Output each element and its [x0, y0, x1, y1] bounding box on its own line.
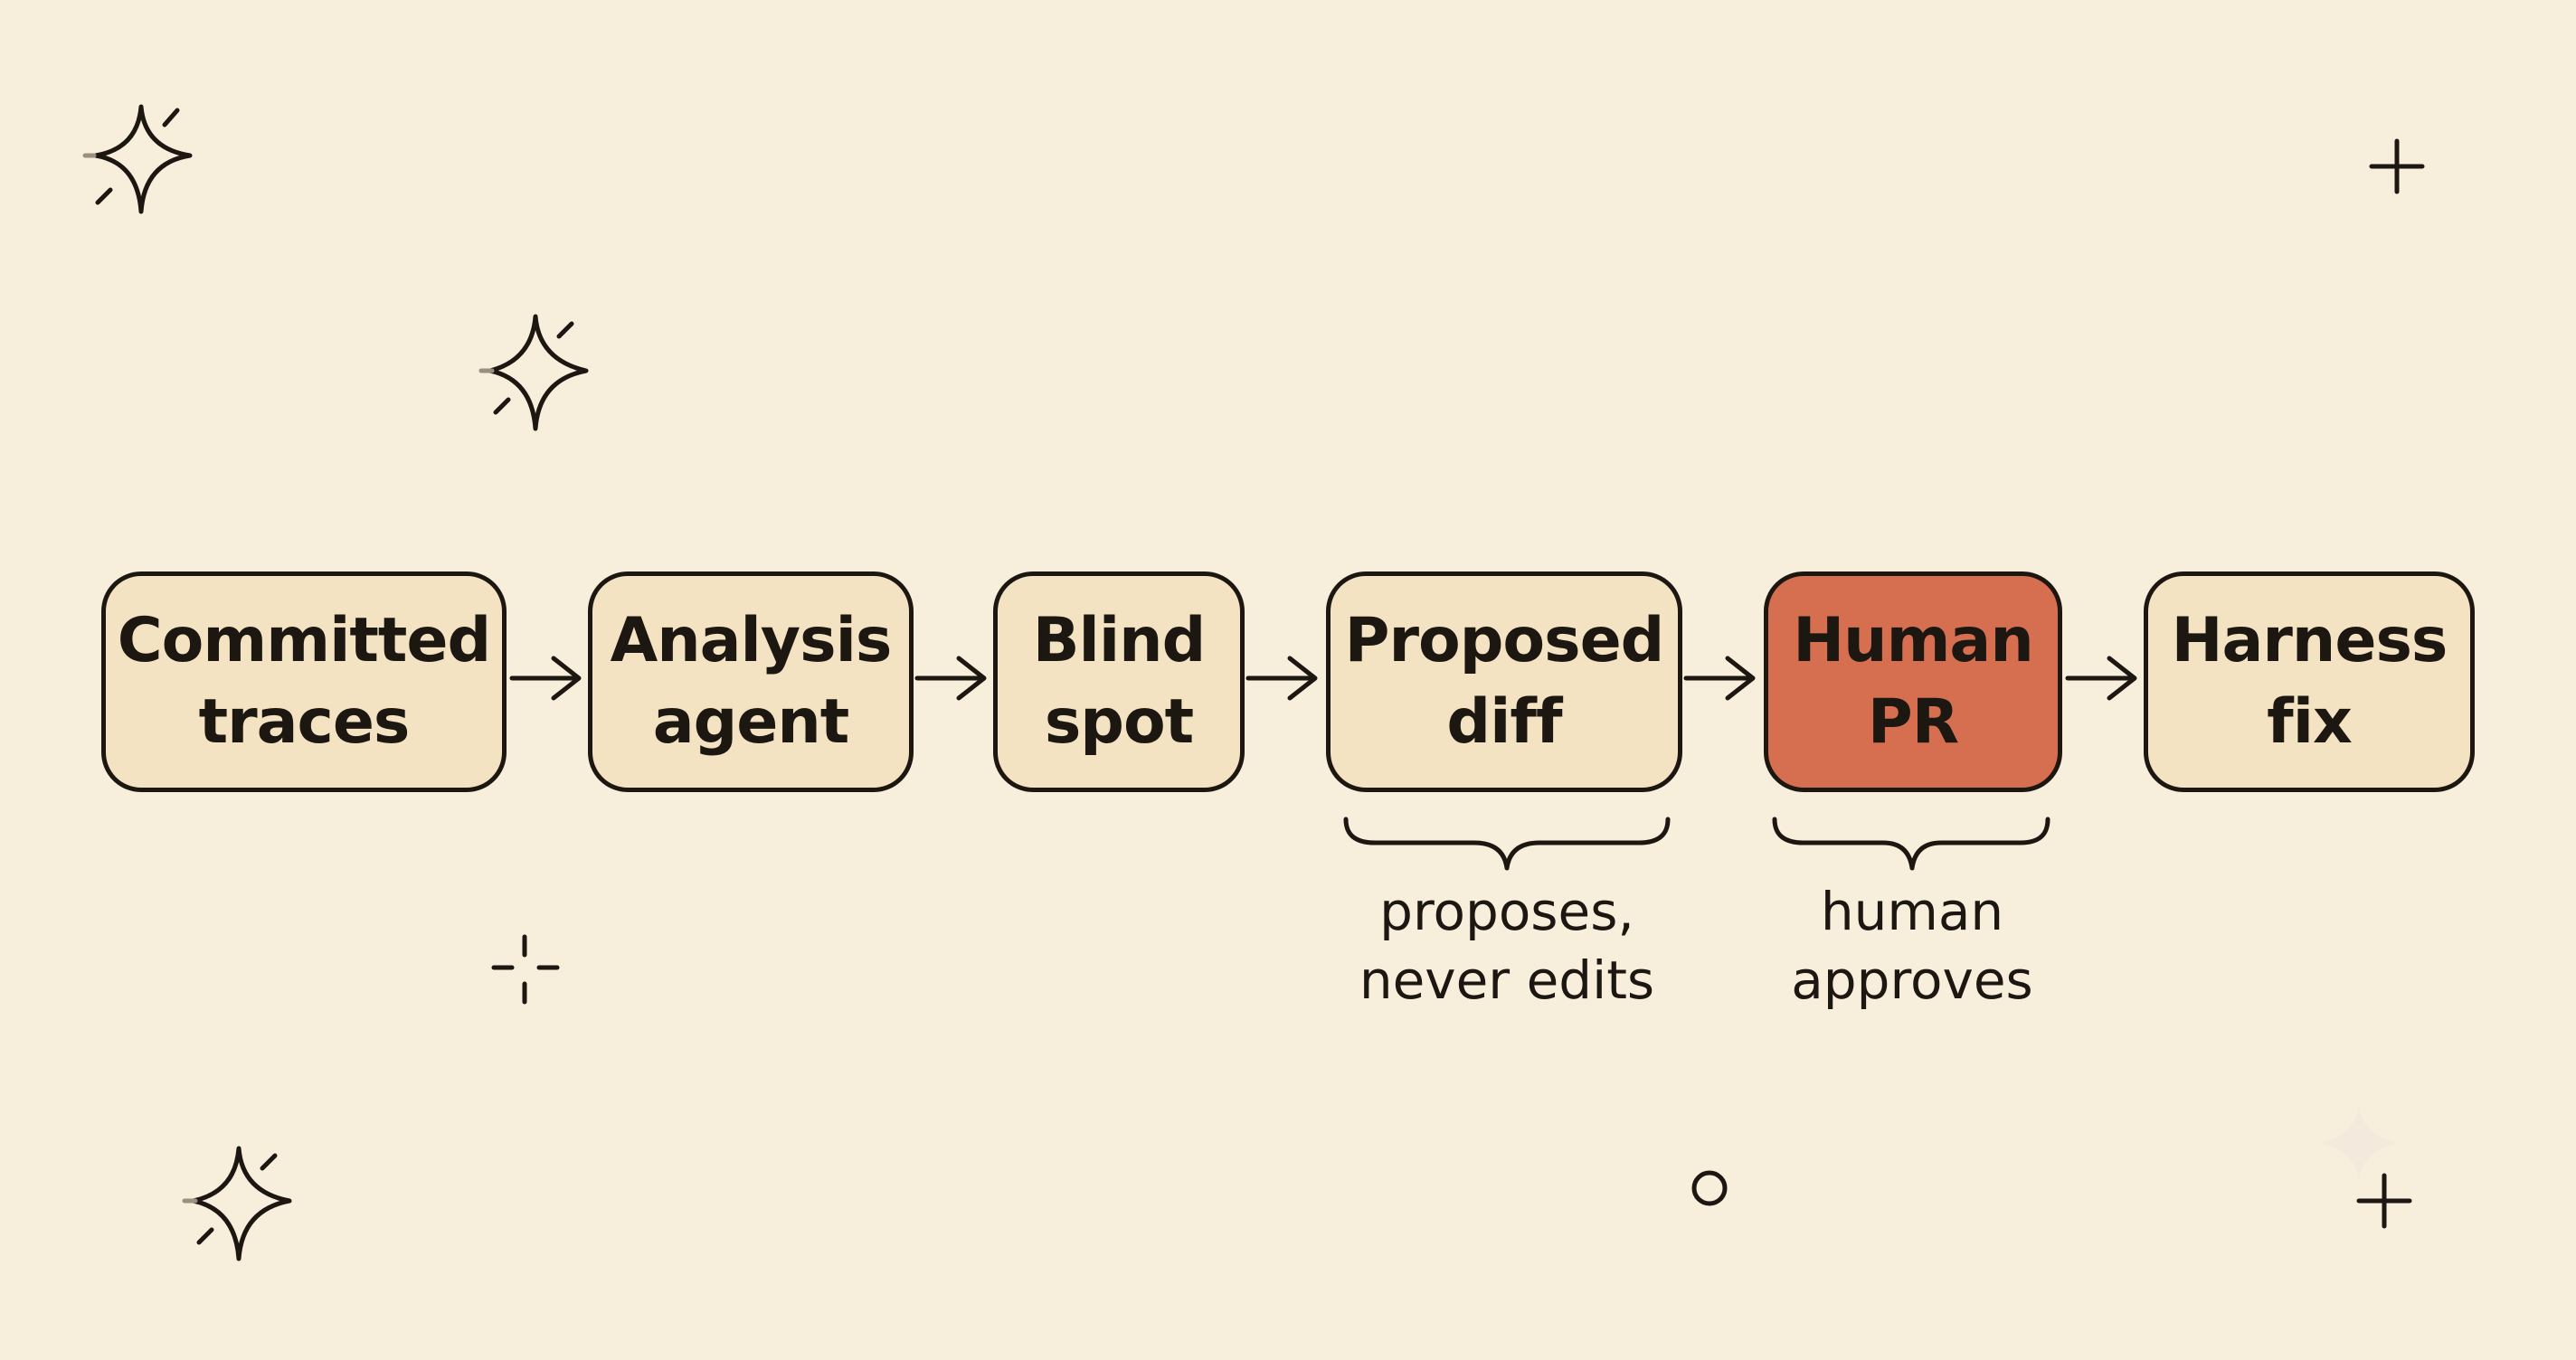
arrow-icon [1683, 656, 1756, 701]
annotation-text: never edits [1359, 949, 1655, 1011]
step-label: diff [1446, 686, 1562, 758]
arrow-icon [2065, 656, 2137, 701]
curly-brace-icon [1772, 817, 2050, 871]
step-human-pr: Human PR [1764, 571, 2062, 792]
arrow-icon [509, 656, 582, 701]
step-label: traces [198, 686, 411, 758]
step-harness-fix: Harness fix [2144, 571, 2475, 792]
step-label: Committed [117, 605, 491, 676]
annotation-proposes-never-edits: proposes, never edits [1317, 877, 1697, 1015]
sparkle-icon [491, 934, 560, 1005]
step-label: spot [1044, 686, 1194, 758]
step-label: Blind [1032, 605, 1207, 676]
annotation-text: human [1820, 881, 2004, 942]
annotation-text: proposes, [1379, 881, 1634, 942]
step-label: fix [2267, 686, 2353, 758]
faint-sparkle-icon [2319, 1105, 2399, 1181]
annotation-text: approves [1791, 949, 2033, 1011]
step-label: Harness [2171, 605, 2448, 676]
step-label: PR [1867, 686, 1959, 758]
arrow-icon [1245, 656, 1318, 701]
step-proposed-diff: Proposed diff [1326, 571, 1682, 792]
circle-icon [1691, 1170, 1728, 1206]
sparkle-icon [478, 314, 589, 431]
sparkle-icon [82, 104, 193, 214]
curly-brace-icon [1343, 817, 1671, 871]
step-analysis-agent: Analysis agent [588, 571, 914, 792]
step-label: Analysis [610, 605, 893, 676]
plus-icon [2356, 1173, 2412, 1229]
sparkle-icon [182, 1146, 292, 1261]
step-label: agent [652, 686, 850, 758]
arrow-icon [914, 656, 987, 701]
step-label: Human [1793, 605, 2033, 676]
annotation-human-approves: human approves [1722, 877, 2102, 1015]
plus-icon [2369, 138, 2425, 194]
step-label: Proposed [1344, 605, 1665, 676]
step-blind-spot: Blind spot [993, 571, 1245, 792]
step-committed-traces: Committed traces [101, 571, 507, 792]
